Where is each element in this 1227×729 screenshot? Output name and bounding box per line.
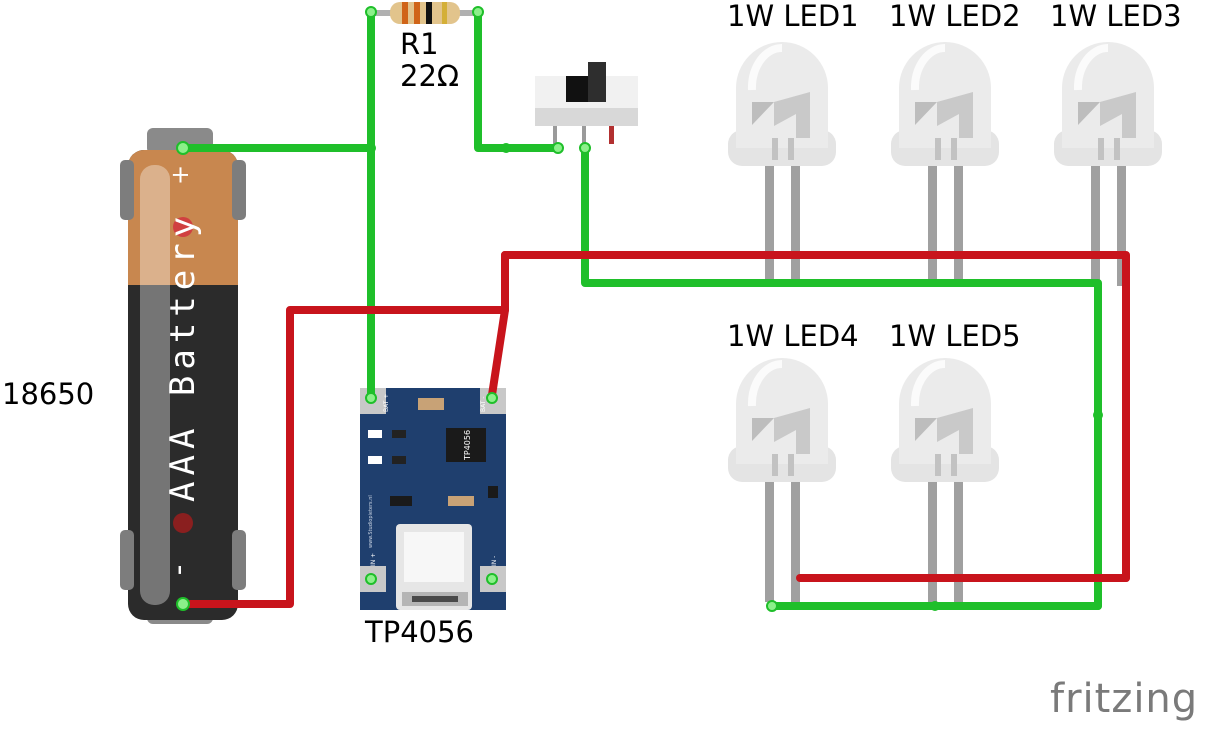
resistor-r1 [370,2,480,24]
tp4056-maker-label: www.Studiopieters.nl [368,495,374,548]
resistor-name-label: R1 [400,27,439,61]
led-3 [1054,42,1162,286]
fritzing-logo: fritzing [1050,676,1199,722]
wires-red [179,251,1130,608]
wires-green [179,8,1102,610]
led-1 [728,42,836,286]
terminals [176,6,778,612]
resistor-value-label: 22Ω [400,59,460,93]
led-5 [891,358,999,602]
led-2 [891,42,999,286]
tp4056-module: TP4056 www.Studiopieters.nl BAT + BAT - … [360,388,506,610]
led5-label: 1W LED5 [889,319,1021,353]
charger-module-label: TP4056 [365,615,475,649]
slide-switch [535,62,638,144]
battery-plus-sign: + [166,165,194,185]
battery-label: AAA Battery [163,211,203,502]
tp4056-pin-in-minus: IN - [491,556,498,566]
led1-label: 1W LED1 [727,0,859,33]
led4-label: 1W LED4 [727,319,859,353]
battery-minus-sign: - [161,565,196,576]
battery-type-label: 18650 [2,377,95,411]
tp4056-pin-bat-minus: BAT - [480,397,487,413]
wire-joints-green [366,143,1103,611]
tp4056-pin-in-plus: IN + [370,553,377,566]
tp4056-pin-bat-plus: BAT + [383,394,390,412]
led3-label: 1W LED3 [1050,0,1182,33]
battery: AAA Battery + - [120,128,246,624]
tp4056-chip-label: TP4056 [463,430,472,461]
led-4 [728,358,836,602]
led2-label: 1W LED2 [889,0,1021,33]
